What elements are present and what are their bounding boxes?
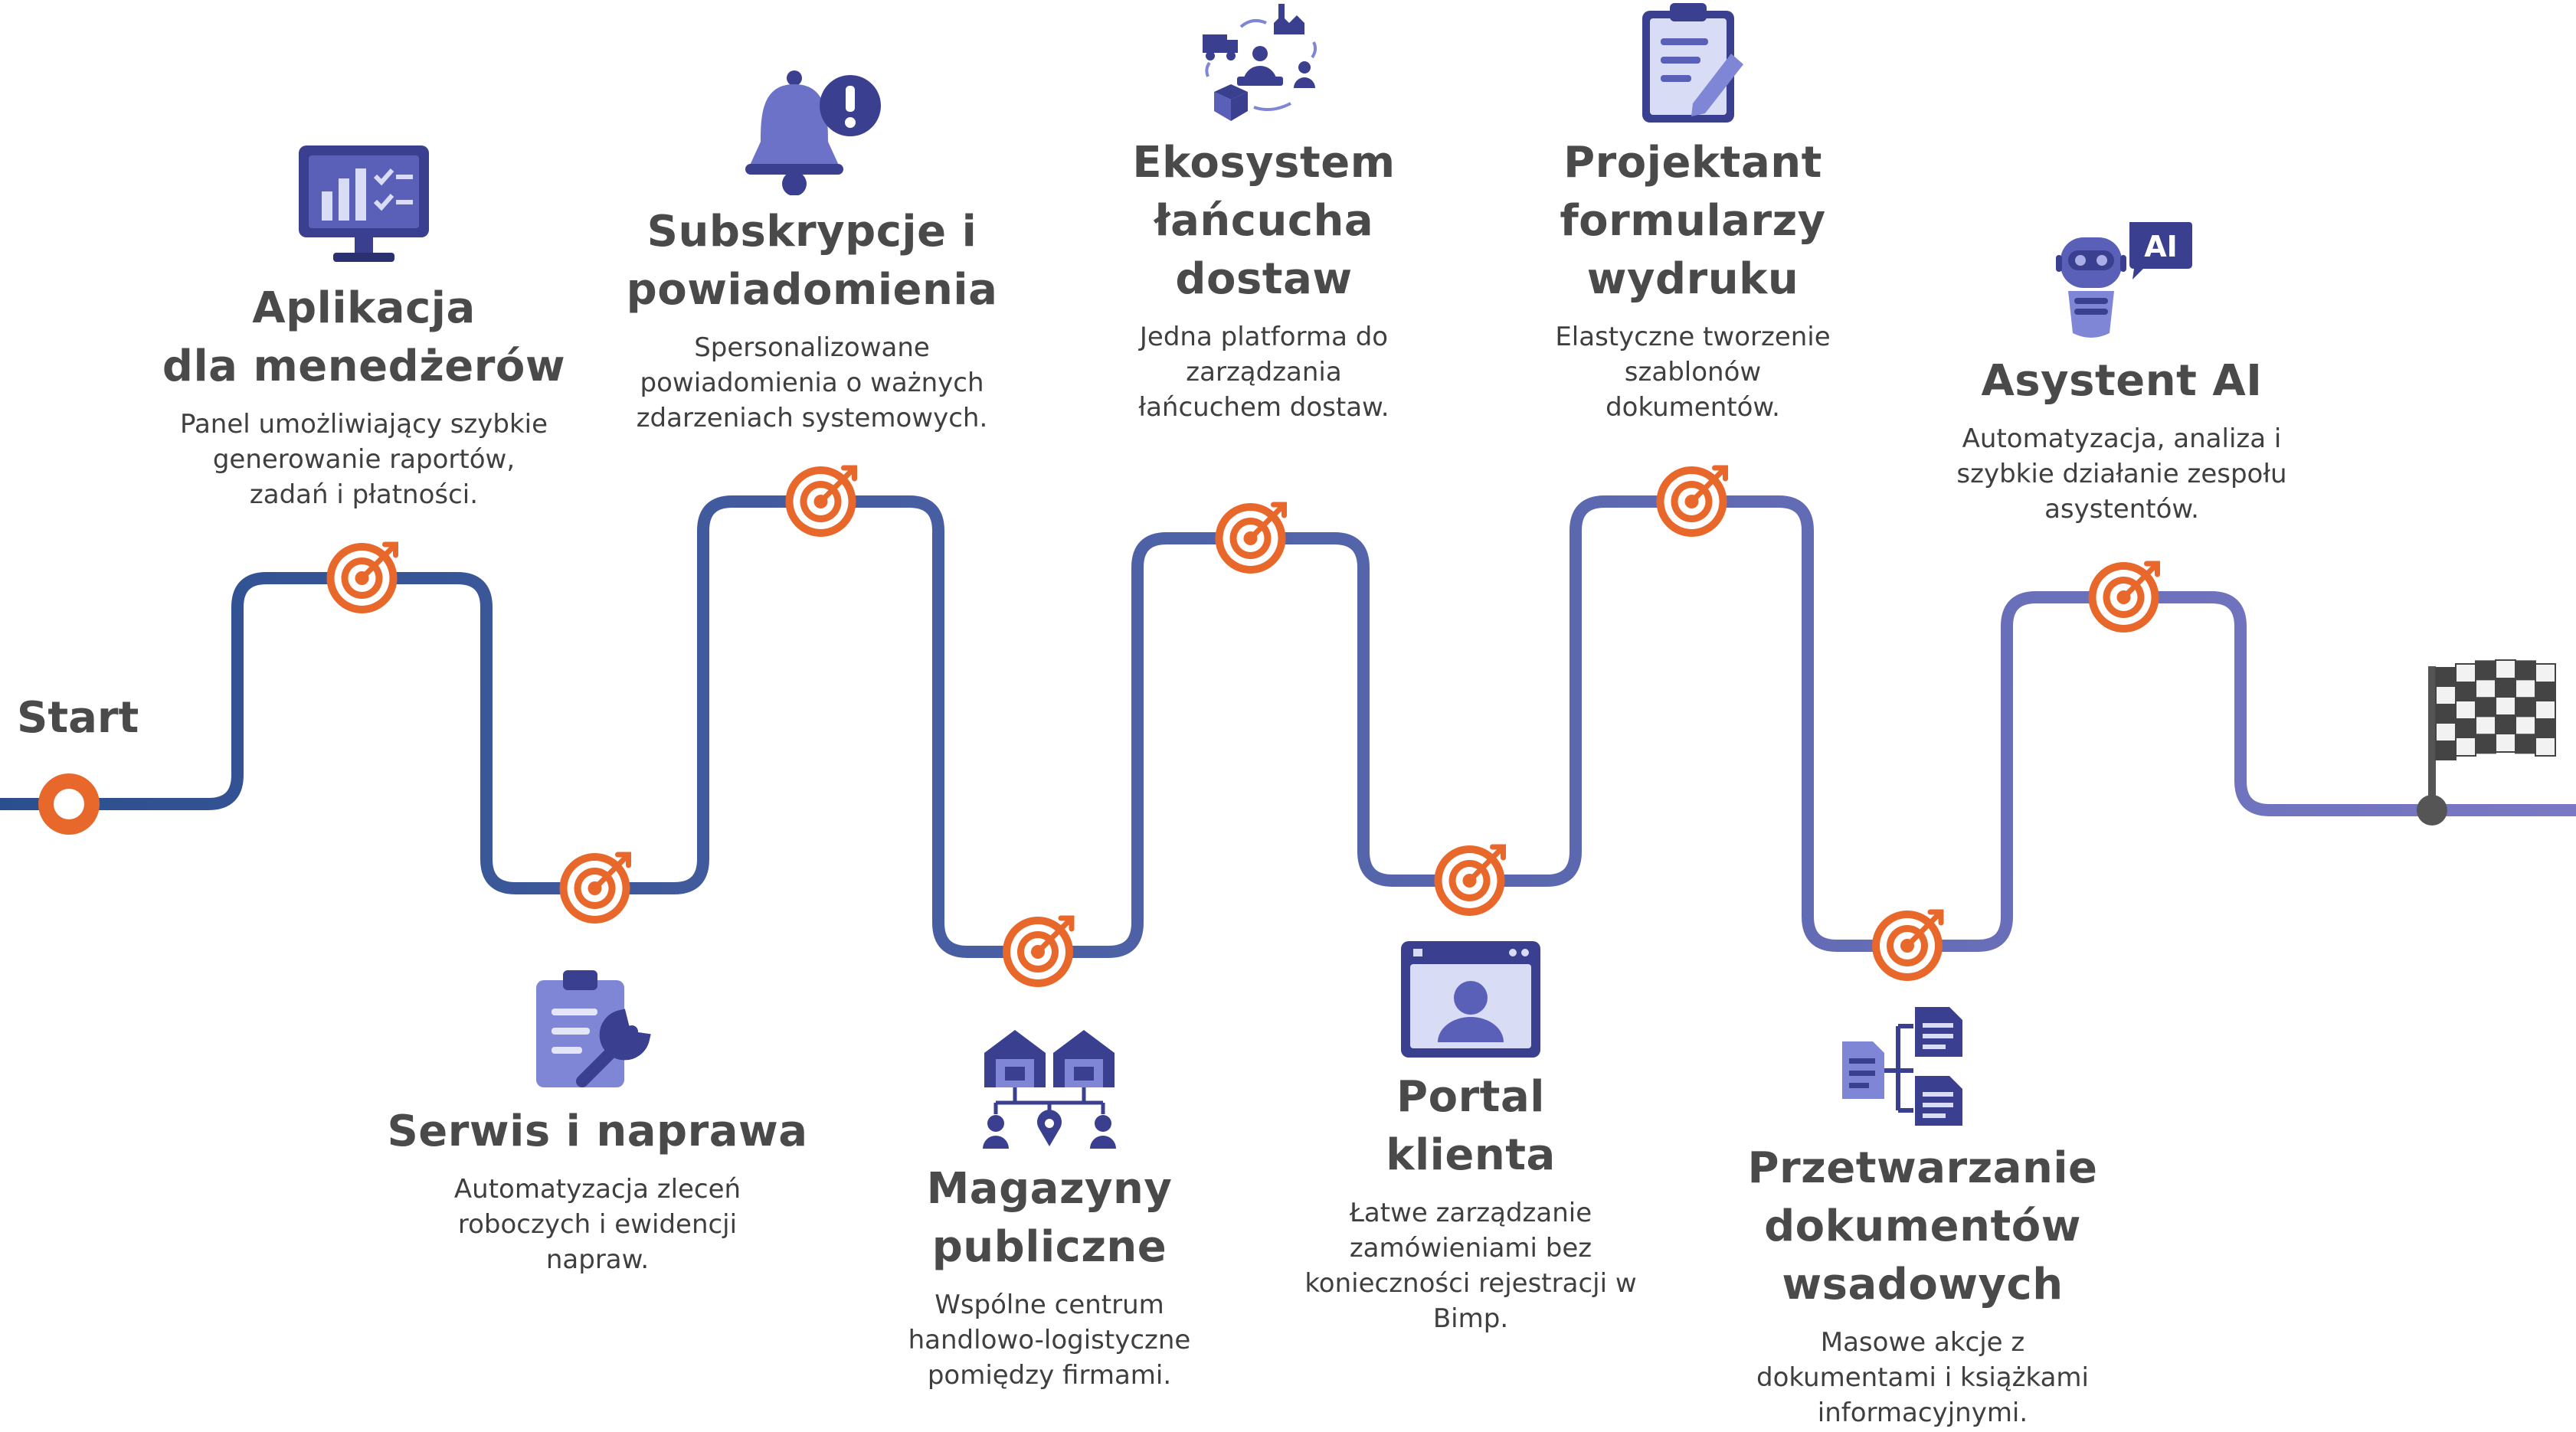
target-icon bbox=[785, 465, 857, 537]
step-portal: Portal klienta Łatwe zarządzanie zamówie… bbox=[1256, 1068, 1685, 1336]
step-subskrypcje: Subskrypcje i powiadomienia Spersonalizo… bbox=[590, 203, 1034, 436]
step-aplikacja: Aplikacja dla menedżerów Panel umożliwia… bbox=[149, 280, 578, 512]
ai-robot-icon: AI bbox=[2053, 218, 2195, 345]
target-icon bbox=[2088, 561, 2160, 633]
target-icon bbox=[1872, 909, 1944, 981]
user-browser-icon bbox=[1398, 938, 1543, 1061]
step-title: Magazyny publiczne bbox=[926, 1164, 1173, 1272]
step-description: Automatyzacja, analiza i szybkie działan… bbox=[1956, 423, 2287, 525]
supply-chain-icon bbox=[1199, 0, 1321, 126]
step-description: Masowe akcje z dokumentami i książkami i… bbox=[1756, 1327, 2089, 1428]
ai-badge-text: AI bbox=[2144, 230, 2178, 263]
step-description: Elastyczne tworzenie szablonów dokumentó… bbox=[1555, 322, 1831, 423]
step-title: formularzy bbox=[1560, 196, 1826, 246]
step-ekosystem: Ekosystem łańcucha dostaw Jedna platform… bbox=[1049, 134, 1478, 425]
bell-alert-icon bbox=[739, 69, 885, 196]
step-description: Panel umożliwiający szybkie generowanie … bbox=[179, 409, 548, 510]
document-batch-icon bbox=[1838, 1003, 1969, 1130]
step-title: Serwis i naprawa bbox=[387, 1107, 808, 1156]
target-icon bbox=[326, 541, 398, 613]
step-title: Portal bbox=[1396, 1072, 1545, 1122]
step-description: Wspólne centrum handlowo-logistyczne pom… bbox=[908, 1290, 1191, 1391]
step-description: Spersonalizowane powiadomienia o ważnych… bbox=[636, 332, 988, 433]
step-title: dokumentów bbox=[1764, 1202, 2081, 1251]
finish-flag bbox=[2417, 659, 2556, 826]
step-title: dostaw bbox=[1175, 254, 1353, 304]
step-title: Asystent AI bbox=[1981, 356, 2263, 406]
start-marker bbox=[38, 773, 100, 835]
step-asystent: Asystent AI Automatyzacja, analiza i szy… bbox=[1907, 352, 2336, 527]
milestone-targets bbox=[326, 465, 2160, 987]
target-icon bbox=[1434, 844, 1506, 916]
target-icon bbox=[1656, 465, 1728, 537]
step-magazyny: Magazyny publiczne Wspólne centrum handl… bbox=[804, 1160, 1295, 1393]
step-title: Aplikacja bbox=[252, 283, 476, 333]
step-title: powiadomienia bbox=[626, 265, 998, 315]
step-title: wsadowych bbox=[1782, 1260, 2064, 1309]
step-przetwarzanie: Przetwarzanie dokumentów wsadowych Masow… bbox=[1700, 1139, 2145, 1430]
step-title: klienta bbox=[1386, 1130, 1556, 1180]
step-title: dla menedżerów bbox=[162, 342, 566, 391]
step-projektant: Projektant formularzy wydruku Elastyczne… bbox=[1478, 134, 1907, 425]
clipboard-wrench-icon bbox=[529, 966, 659, 1093]
step-description: Łatwe zarządzanie zamówieniami bez konie… bbox=[1304, 1198, 1637, 1334]
step-serwis: Serwis i naprawa Automatyzacja zleceń ro… bbox=[383, 1103, 812, 1277]
target-icon bbox=[559, 852, 631, 924]
clipboard-pen-icon bbox=[1639, 0, 1746, 126]
step-description: Jedna platforma do zarządzania łańcuchem… bbox=[1138, 322, 1389, 423]
warehouse-network-icon bbox=[980, 1022, 1118, 1152]
target-icon bbox=[1003, 915, 1075, 987]
step-title: Subskrypcje i bbox=[646, 207, 977, 257]
step-title: łańcucha bbox=[1154, 196, 1374, 246]
step-title: wydruku bbox=[1586, 254, 1799, 304]
target-icon bbox=[1215, 502, 1287, 574]
step-title: Projektant bbox=[1563, 138, 1822, 188]
step-title: Ekosystem bbox=[1132, 138, 1396, 188]
start-label: Start bbox=[17, 693, 139, 743]
step-title: Przetwarzanie bbox=[1747, 1143, 2098, 1193]
step-description: Automatyzacja zleceń roboczych i ewidenc… bbox=[453, 1174, 741, 1275]
dashboard-monitor-icon bbox=[295, 142, 433, 268]
